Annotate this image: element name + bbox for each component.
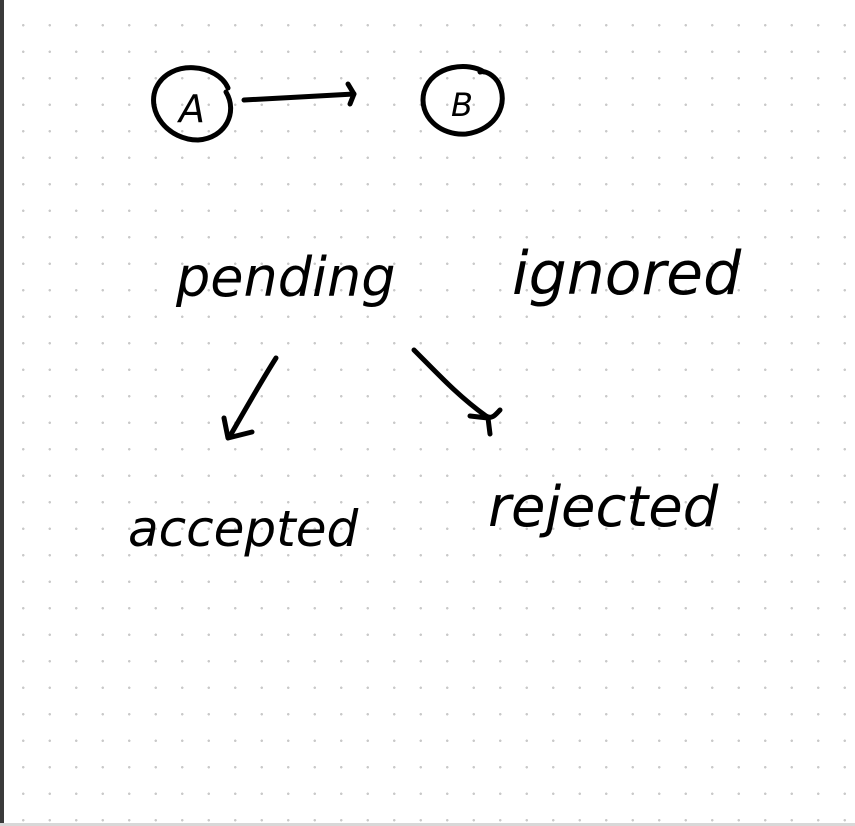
arrow-pending-to-rejected [411, 347, 503, 437]
node-b-label: B [451, 86, 473, 124]
arrow-a-to-b-shaft [241, 91, 357, 103]
node-a-circle [151, 65, 234, 143]
state-rejected: rejected [488, 475, 719, 540]
node-a-label: A [176, 87, 205, 131]
state-pending: pending [175, 246, 396, 309]
state-accepted: accepted [128, 500, 358, 558]
arrow-pending-to-rejected-head [467, 413, 493, 437]
state-ignored: ignored [512, 239, 742, 309]
arrow-pending-to-accepted-shaft [227, 355, 279, 439]
arrow-a-to-b [241, 81, 357, 107]
arrow-pending-to-accepted-head [221, 415, 255, 441]
arrow-pending-to-accepted [221, 355, 279, 441]
canvas-bottom-border [0, 823, 855, 826]
node-a[interactable]: A [151, 65, 234, 143]
canvas-left-border [0, 0, 4, 826]
arrow-a-to-b-head [345, 81, 357, 107]
node-b[interactable]: B [420, 64, 505, 137]
arrow-pending-to-rejected-shaft [411, 347, 503, 420]
node-b-circle [420, 64, 505, 137]
